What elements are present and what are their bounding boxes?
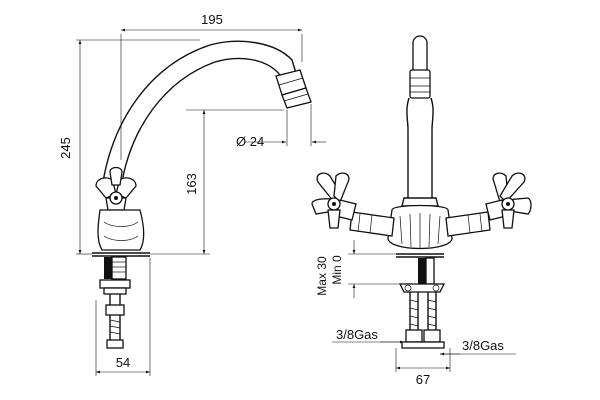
dimension-67: 67: [395, 348, 451, 387]
mounting-nut: [99, 279, 131, 289]
base-width-label: 54: [116, 355, 130, 370]
max-thickness-label: Max 30: [315, 256, 329, 296]
dimension-diameter-24: Ø 24: [236, 104, 326, 149]
dimension-163: 163: [150, 109, 284, 255]
flexible-hose: [109, 315, 121, 340]
dimension-thickness: Max 30 Min 0: [315, 240, 400, 298]
spout-outer-outline: [101, 40, 297, 189]
front-threaded-shank: [418, 258, 426, 284]
spout-inner-outline: [120, 57, 283, 189]
faucet-body: [97, 209, 145, 251]
threaded-shank: [104, 257, 112, 279]
left-valve-arm: [349, 211, 395, 237]
connection-width-label: 67: [416, 372, 430, 387]
cross-handle: [95, 166, 137, 211]
total-height-label: 245: [58, 137, 73, 159]
thread-left-label: 3/8Gas: [336, 327, 378, 342]
outlet-diameter-label: Ø 24: [236, 134, 264, 149]
front-hoses: [401, 292, 445, 349]
right-cross-handle: [485, 172, 532, 229]
dimension-245: 245: [58, 39, 200, 255]
thread-callouts: 3/8Gas 3/8Gas: [332, 327, 516, 356]
spout-riser: [406, 97, 434, 198]
front-mounting-nut: [398, 283, 446, 293]
left-cross-handle: [311, 172, 357, 229]
dimension-195: 195: [120, 12, 303, 160]
aerator-tip: [281, 87, 312, 109]
min-thickness-label: Min 0: [330, 255, 344, 285]
thread-right-label: 3/8Gas: [462, 338, 504, 353]
aerator-front: [409, 69, 431, 99]
front-view: Max 30 Min 0 3/8Gas 3/8Gas 67: [311, 35, 532, 387]
side-view: 195 245 163 Ø 24 54: [58, 12, 326, 376]
right-valve-arm: [445, 211, 491, 237]
dimension-54: 54: [95, 258, 151, 376]
spout-reach-label: 195: [201, 12, 223, 27]
outlet-height-label: 163: [184, 173, 199, 195]
